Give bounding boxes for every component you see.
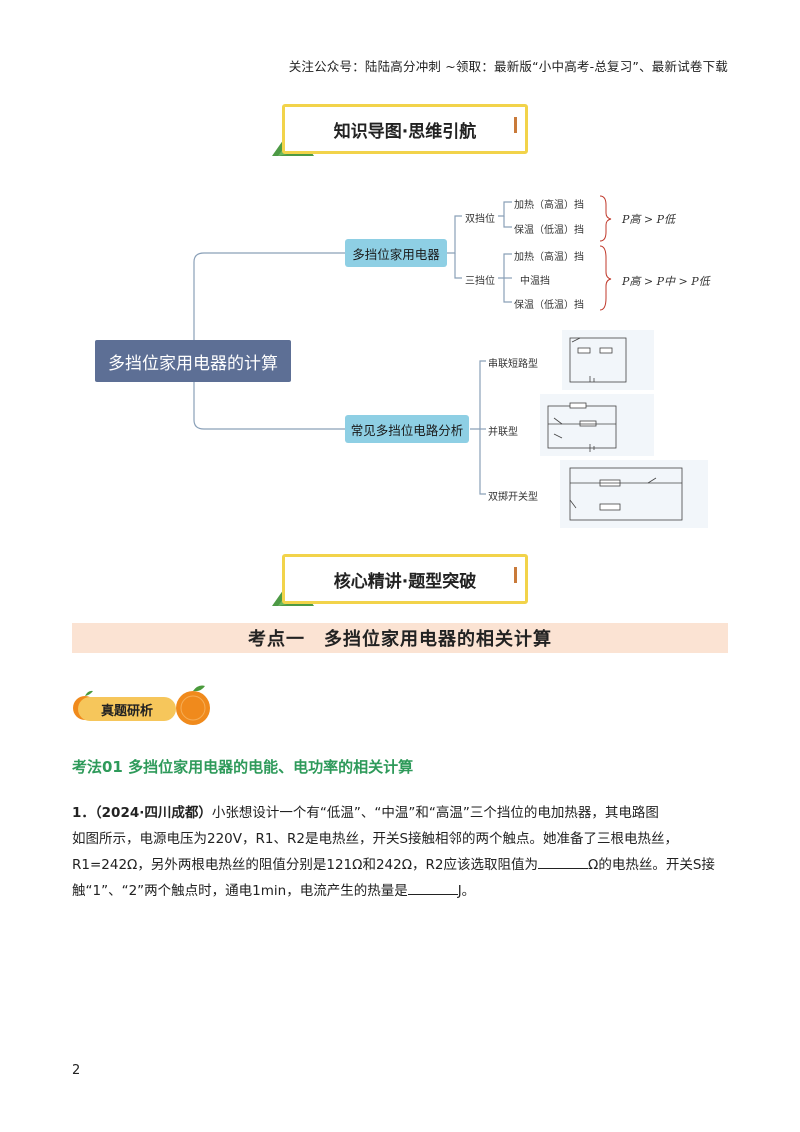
mindmap-branch-appliance: 多挡位家用电器	[345, 239, 447, 267]
section-title: 考点一 多挡位家用电器的相关计算	[72, 623, 728, 653]
header-note: 关注公众号：陆陆高分冲刺 ~领取：最新版“小中高考-总复习”、最新试卷下载	[288, 59, 728, 74]
mindmap-branch-circuits: 常见多挡位电路分析	[345, 415, 469, 443]
method-heading: 考法01 多挡位家用电器的电能、电功率的相关计算	[72, 758, 414, 776]
power-relation-two: P高 > P低	[622, 213, 676, 226]
banner-accent	[514, 567, 517, 583]
mindmap-leaf-series: 串联短路型	[488, 359, 538, 370]
power-relation-three: P高 > P中 > P低	[622, 275, 710, 288]
mindmap-leaf: 加热（高温）挡	[514, 200, 584, 211]
mindmap-root: 多挡位家用电器的计算	[95, 340, 291, 382]
mindmap-leaf: 加热（高温）挡	[514, 252, 584, 263]
answer-blank-resistance[interactable]	[538, 854, 588, 869]
page-number: 2	[72, 1063, 81, 1078]
mindmap-leaf: 保温（低温）挡	[514, 300, 584, 311]
mindmap-leaf: 中温挡	[520, 276, 550, 287]
knowledge-map-banner: 知识导图·思维引航	[272, 102, 528, 158]
banner-box: 核心精讲·题型突破	[282, 554, 528, 604]
core-lecture-banner: 核心精讲·题型突破	[272, 550, 528, 606]
question-source: （2024·四川成都）	[94, 805, 212, 821]
mindmap-connectors	[193, 195, 612, 495]
question-text: Ω的电热丝。开关S接	[588, 857, 715, 873]
question-1: 1．（2024·四川成都）小张想设计一个有“低温”、“中温”和“高温”三个挡位的…	[72, 800, 732, 904]
question-number: 1．	[72, 805, 95, 821]
mindmap-three-gear: 三挡位	[465, 276, 495, 287]
banner-accent	[514, 117, 517, 133]
question-text: 触“1”、“2”两个触点时，通电1min，电流产生的热量是	[72, 883, 408, 899]
double-throw-circuit-diagram	[560, 460, 708, 528]
question-text: 小张想设计一个有“低温”、“中温”和“高温”三个挡位的电加热器，其电路图	[211, 805, 659, 821]
question-text: J。	[457, 883, 476, 899]
banner-title: 知识导图·思维引航	[333, 121, 477, 142]
orange-icon	[176, 685, 210, 725]
answer-blank-heat[interactable]	[407, 880, 458, 895]
question-text: R1=242Ω，另外两根电热丝的阻值分别是121Ω和242Ω，R2应该选取阻值为	[72, 857, 538, 873]
mindmap-two-gear: 双挡位	[465, 214, 495, 225]
question-text: 如图所示，电源电压为220V，R1、R2是电热丝，开关S接触相邻的两个触点。她准…	[72, 831, 679, 847]
mindmap-leaf-double-throw: 双掷开关型	[488, 492, 538, 503]
mindmap-leaf: 保温（低温）挡	[514, 225, 584, 236]
series-circuit-diagram	[562, 330, 654, 390]
exam-study-tag: 真题研析	[78, 697, 176, 721]
banner-box: 知识导图·思维引航	[282, 104, 528, 154]
banner-title: 核心精讲·题型突破	[333, 571, 477, 592]
parallel-circuit-diagram	[540, 394, 654, 456]
mindmap-leaf-parallel: 并联型	[488, 427, 518, 438]
